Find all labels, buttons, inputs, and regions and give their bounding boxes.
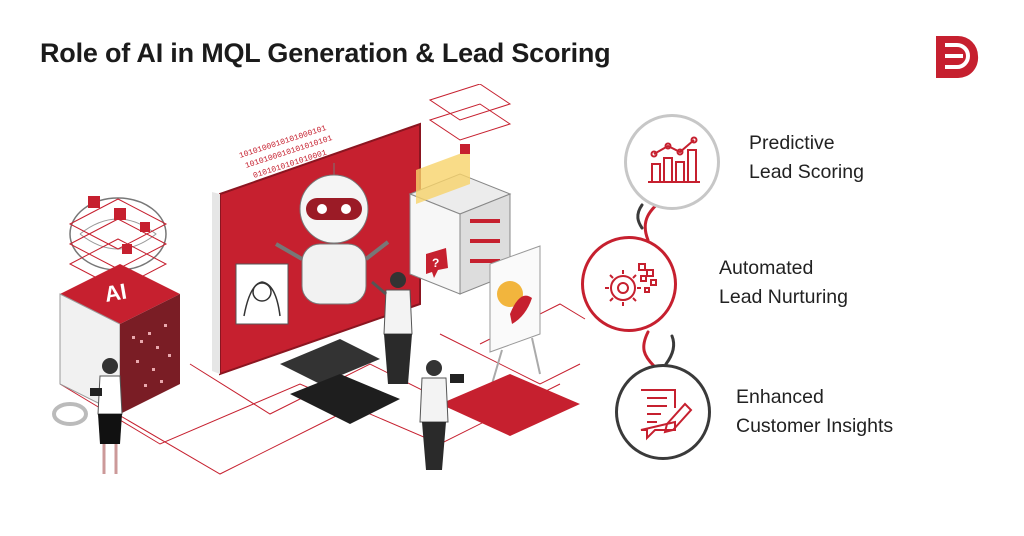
- svg-text:?: ?: [432, 256, 439, 270]
- feature-icon-circle: [624, 114, 720, 210]
- presentation-easel: [440, 245, 580, 436]
- feature-title-line1: Automated: [719, 257, 814, 279]
- robot-figure: [275, 157, 390, 305]
- feature-icon-circle: [581, 236, 677, 332]
- question-bubble: ?: [426, 248, 448, 278]
- brand-logo: [936, 36, 979, 79]
- page-title: Role of AI in MQL Generation & Lead Scor…: [40, 38, 611, 68]
- ai-isometric-illustration: AI 1010100010101000101 10101000101010101…: [52, 84, 586, 475]
- feature-icon-circle: [615, 364, 711, 460]
- feature-title-line2: Lead Nurturing: [719, 286, 848, 308]
- bar-chart-icon: [648, 136, 700, 183]
- woman-with-tablet: [52, 358, 123, 474]
- feature-title-line1: Enhanced: [736, 386, 824, 408]
- man-with-tablet: [419, 360, 464, 470]
- feature-title-line2: Lead Scoring: [749, 161, 864, 183]
- server-rack: [408, 84, 512, 295]
- document-edit-icon: [640, 389, 693, 441]
- feature-title-line1: Predictive: [749, 132, 835, 154]
- gear-automation-icon: [605, 263, 657, 306]
- man-pointing: [371, 272, 413, 384]
- feature-title-line2: Customer Insights: [736, 415, 894, 437]
- ai-chip-label: AI: [103, 278, 129, 306]
